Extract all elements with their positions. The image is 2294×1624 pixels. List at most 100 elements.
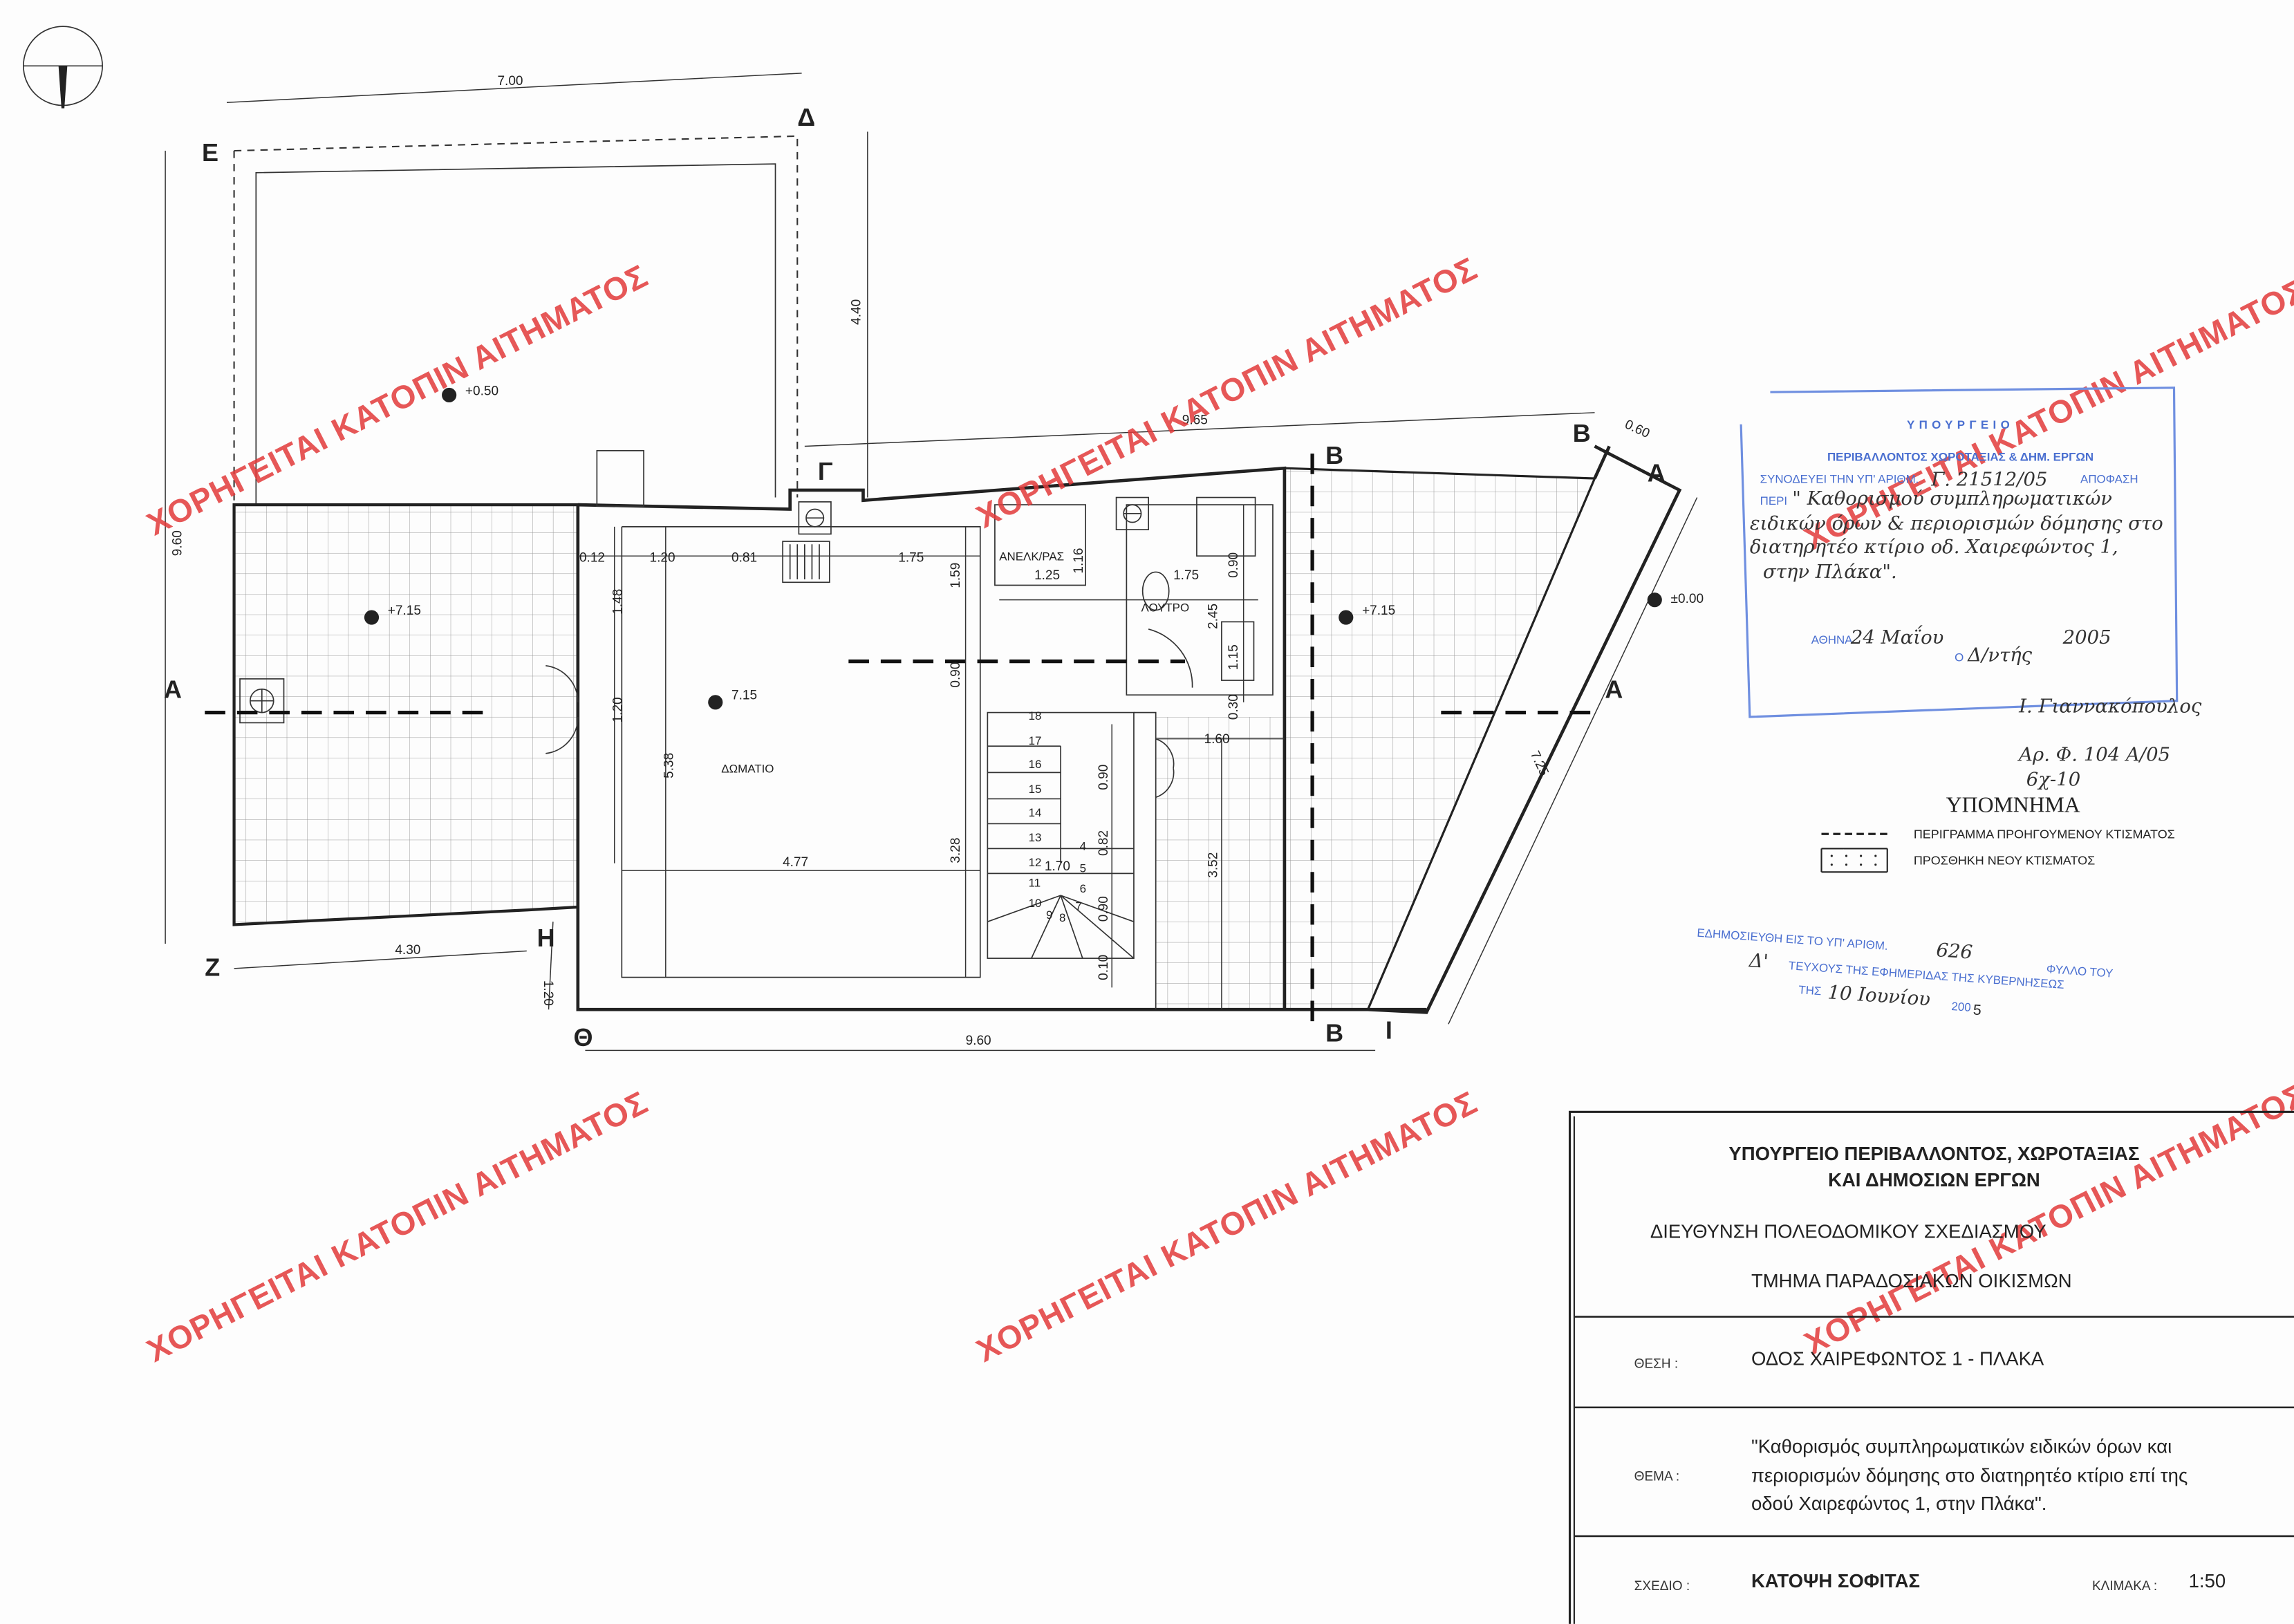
section-label-B-top: Β [1325, 441, 1343, 469]
svg-text:0.82: 0.82 [1097, 830, 1111, 856]
svg-text:3.52: 3.52 [1206, 852, 1221, 878]
svg-text:ΥΠΟΥΡΓΕΙΟ ΠΕΡΙΒΑΛΛΟΝΤΟΣ, ΧΩΡΟΤ: ΥΠΟΥΡΓΕΙΟ ΠΕΡΙΒΑΛΛΟΝΤΟΣ, ΧΩΡΟΤΑΞΙΑΣ [1728, 1143, 2139, 1164]
svg-text:1.20: 1.20 [650, 551, 675, 566]
svg-text:2005: 2005 [2062, 626, 2111, 648]
fireplace-icon [239, 678, 285, 724]
svg-text:9.60: 9.60 [966, 1034, 991, 1048]
svg-text:1.25: 1.25 [1034, 568, 1060, 583]
legend: ΥΠΟΜΝΗΜΑ ΠΕΡΙΓΡΑΜΜΑ ΠΡΟΗΓΟΥΜΕΝΟΥ ΚΤΙΣΜΑΤ… [1820, 793, 2175, 873]
svg-text:±0.00: ±0.00 [1671, 592, 1704, 606]
svg-text:1.60: 1.60 [1204, 732, 1230, 747]
title-block: ΥΠΟΥΡΓΕΙΟ ΠΕΡΙΒΑΛΛΟΝΤΟΣ, ΧΩΡΟΤΑΞΙΑΣ ΚΑΙ … [1568, 1110, 2294, 1624]
svg-text:5.38: 5.38 [662, 753, 676, 778]
level-marker-icon: 7.15 [708, 689, 757, 710]
dimension-lines [165, 73, 1698, 1052]
stair-step-label: 12 [1029, 856, 1042, 869]
svg-text:ΣΧΕΔΙΟ :: ΣΧΕΔΙΟ : [1634, 1579, 1690, 1594]
svg-text:1.59: 1.59 [949, 563, 963, 588]
approval-stamp: ΥΠΟΥΡΓΕΙΟ ΠΕΡΙΒΑΛΛΟΝΤΟΣ ΧΩΡΟΤΑΞΙΑΣ & ΔΗΜ… [1740, 386, 2202, 718]
stair-step-label: 17 [1029, 734, 1042, 747]
svg-text:+7.15: +7.15 [388, 604, 421, 618]
point-label-delta: Δ [797, 103, 815, 131]
svg-text:2.45: 2.45 [1206, 604, 1221, 629]
svg-text:1.20: 1.20 [610, 697, 625, 722]
level-marker-icon: ±0.00 [1647, 592, 1704, 608]
svg-text:1.20: 1.20 [541, 980, 555, 1006]
file-reference: 6χ-10 [2026, 768, 2080, 790]
svg-text:0.81: 0.81 [731, 551, 757, 566]
left-terrace [232, 503, 579, 926]
svg-text:ΥΠΟΥΡΓΕΙΟ: ΥΠΟΥΡΓΕΙΟ [1907, 418, 2014, 431]
svg-text:1.70: 1.70 [1045, 859, 1070, 874]
room-label-bathroom: ΛΟΥΤΡΟ [1141, 601, 1190, 615]
svg-text:ΠΕΡΙΒΑΛΛΟΝΤΟΣ ΧΩΡΟΤΑΞΙΑΣ & ΔΗΜ: ΠΕΡΙΒΑΛΛΟΝΤΟΣ ΧΩΡΟΤΑΞΙΑΣ & ΔΗΜ. ΕΡΓΩΝ [1827, 451, 2093, 464]
file-reference: Αρ. Φ. 104 Α/05 [2017, 743, 2170, 765]
svg-text:1.16: 1.16 [1072, 548, 1086, 574]
svg-text:0.10: 0.10 [1097, 955, 1111, 980]
svg-text:ΚΛΙΜΑΚΑ :: ΚΛΙΜΑΚΑ : [2092, 1579, 2157, 1594]
svg-text:0.90: 0.90 [1097, 896, 1111, 922]
svg-text:626: 626 [1936, 939, 1974, 964]
building-walls [545, 449, 1427, 1011]
svg-text:ΚΑΙ ΔΗΜΟΣΙΩΝ ΕΡΓΩΝ: ΚΑΙ ΔΗΜΟΣΙΩΝ ΕΡΓΩΝ [1828, 1169, 2040, 1191]
svg-text:7.15: 7.15 [731, 689, 757, 703]
svg-text:Ο: Ο [1955, 651, 1964, 664]
stair-step-label: 9 [1046, 908, 1052, 922]
svg-text:στην Πλάκα".: στην Πλάκα". [1763, 561, 1897, 583]
svg-text:+7.15: +7.15 [1362, 604, 1395, 618]
svg-text:ΣΥΝΟΔΕΥΕΙ ΤΗΝ ΥΠ' ΑΡΙΘΜ.: ΣΥΝΟΔΕΥΕΙ ΤΗΝ ΥΠ' ΑΡΙΘΜ. [1760, 472, 1919, 485]
svg-text:24 Μαΐου: 24 Μαΐου [1850, 624, 1944, 648]
upper-terrace [233, 135, 799, 505]
room-label-room: ΔΩΜΑΤΙΟ [721, 762, 774, 775]
point-label-H: Η [537, 924, 555, 952]
stair-step-label: 14 [1029, 806, 1042, 819]
stair-step-label: 11 [1029, 876, 1041, 889]
stair-step-label: 15 [1029, 783, 1042, 796]
svg-text:0.90: 0.90 [949, 662, 963, 688]
point-label-Z: Ζ [205, 953, 220, 982]
svg-text:ΠΕΡΙ: ΠΕΡΙ [1760, 494, 1787, 507]
stair-step-label: 6 [1080, 882, 1086, 895]
svg-text:Γ. 21512/05: Γ. 21512/05 [1930, 469, 2047, 491]
svg-text:"Καθορισμός συμπληρωματικών ει: "Καθορισμός συμπληρωματικών ειδικών όρων… [1751, 1435, 2172, 1457]
stair-step-label: 8 [1059, 911, 1065, 924]
elevator-shaft-icon [798, 501, 832, 535]
point-label-gamma: Γ [818, 457, 833, 485]
stair-step-label: 16 [1029, 758, 1042, 771]
svg-text:ΚΑΤΟΨΗ ΣΟΦΙΤΑΣ: ΚΑΤΟΨΗ ΣΟΦΙΤΑΣ [1751, 1570, 1920, 1592]
north-arrow-icon [23, 26, 103, 109]
svg-text:1.75: 1.75 [1173, 568, 1199, 583]
stair-step-label: 5 [1080, 861, 1086, 875]
svg-text:διατηρητέο κτίριο οδ. Χαιρεφών: διατηρητέο κτίριο οδ. Χαιρεφώντος 1, [1750, 536, 2118, 558]
dotted-box-icon [1820, 848, 1888, 873]
svg-text:" Καθορισμού συμπληρωματικών: " Καθορισμού συμπληρωματικών [1792, 487, 2112, 510]
section-label-A-right: Α [1605, 675, 1623, 703]
svg-text:περιορισμών δόμησης στο διατηρ: περιορισμών δόμησης στο διατηρητέο κτίρι… [1751, 1465, 2188, 1486]
staircase: 18 17 16 15 14 13 12 11 10 9 8 7 6 5 4 [987, 709, 1135, 959]
svg-text:4.40: 4.40 [849, 299, 864, 325]
svg-text:Δ/ντής: Δ/ντής [1967, 644, 2033, 666]
svg-text:0.90: 0.90 [1097, 765, 1111, 790]
point-label-theta: Θ [574, 1023, 593, 1052]
stair-step-label: 7 [1075, 899, 1081, 913]
svg-text:9.60: 9.60 [170, 530, 185, 556]
svg-text:1.75: 1.75 [898, 551, 924, 566]
stair-step-label: 18 [1029, 709, 1042, 722]
stair-step-label: 13 [1029, 831, 1042, 844]
level-marker-icon: +0.50 [442, 384, 498, 402]
legend-item-label: ΠΕΡΙΓΡΑΜΜΑ ΠΡΟΗΓΟΥΜΕΝΟΥ ΚΤΙΣΜΑΤΟΣ [1914, 828, 2175, 841]
svg-text:1.48: 1.48 [610, 589, 625, 615]
legend-title: ΥΠΟΜΝΗΜΑ [1946, 793, 2080, 817]
svg-text:1.15: 1.15 [1227, 644, 1241, 670]
point-label-A: Α [1648, 458, 1666, 487]
section-label-A-left: Α [164, 675, 182, 703]
fixtures [239, 496, 1256, 724]
chimney-grate-icon [782, 541, 830, 584]
svg-text:0.90: 0.90 [1227, 552, 1241, 578]
shaft-icon [1115, 496, 1149, 530]
svg-text:ΤΗΣ: ΤΗΣ [1798, 983, 1822, 998]
svg-text:0.30: 0.30 [1227, 694, 1241, 720]
svg-text:0.12: 0.12 [579, 551, 605, 566]
svg-text:ειδικών όρων & περιορισμών δόμ: ειδικών όρων & περιορισμών δόμησης στο [1750, 512, 2163, 534]
